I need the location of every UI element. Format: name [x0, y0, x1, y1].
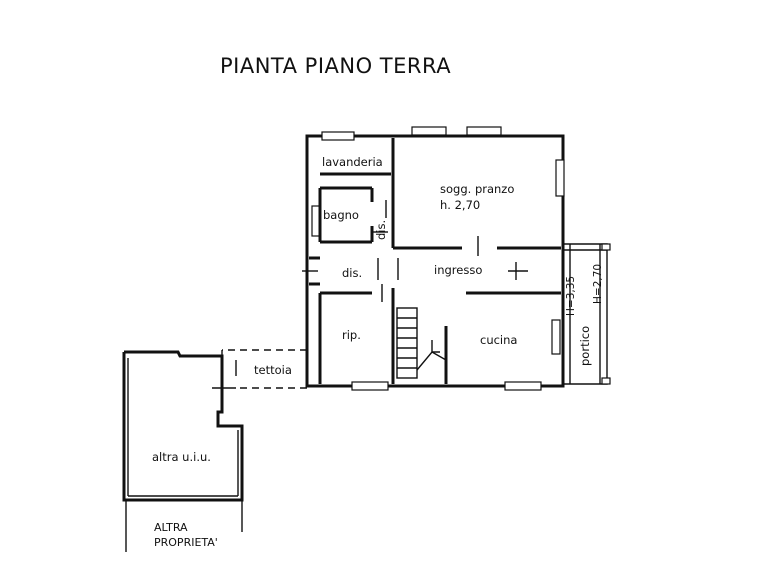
- altra-uiu-outline: [122, 350, 244, 502]
- staircase: [396, 307, 418, 379]
- room-label-soggiorno: sogg. pranzo: [440, 182, 515, 196]
- portico-height-label: H=3,35: [565, 275, 577, 316]
- room-label-dis-vertical: dis.: [374, 219, 388, 240]
- window: [551, 319, 561, 355]
- room-label-soggiorno-height: h. 2,70: [440, 198, 481, 212]
- outer-wall: [305, 134, 565, 388]
- room-label-cucina: cucina: [480, 333, 518, 347]
- altra-uiu-label: altra u.i.u.: [152, 450, 211, 464]
- page-title: PIANTA PIANO TERRA: [220, 54, 452, 78]
- window: [411, 126, 447, 136]
- room-label-tettoia: tettoia: [254, 363, 292, 377]
- room-label-bagno: bagno: [323, 208, 359, 222]
- room-label-portico: portico: [578, 325, 592, 366]
- room-label-ingresso: ingresso: [434, 263, 483, 277]
- room-label-dis: dis.: [342, 266, 363, 280]
- room-label-lavanderia: lavanderia: [322, 155, 383, 169]
- altra-proprieta-label-line2: PROPRIETA': [154, 536, 218, 549]
- portico-height-label-2: H=2,70: [592, 263, 604, 304]
- altra-proprieta-label-line1: ALTRA: [154, 521, 188, 534]
- window: [351, 381, 389, 391]
- window: [555, 159, 565, 197]
- window: [466, 126, 502, 136]
- portico-outline: [563, 243, 608, 385]
- window: [321, 131, 355, 141]
- window: [504, 381, 542, 391]
- room-label-ripostiglio: rip.: [342, 328, 361, 342]
